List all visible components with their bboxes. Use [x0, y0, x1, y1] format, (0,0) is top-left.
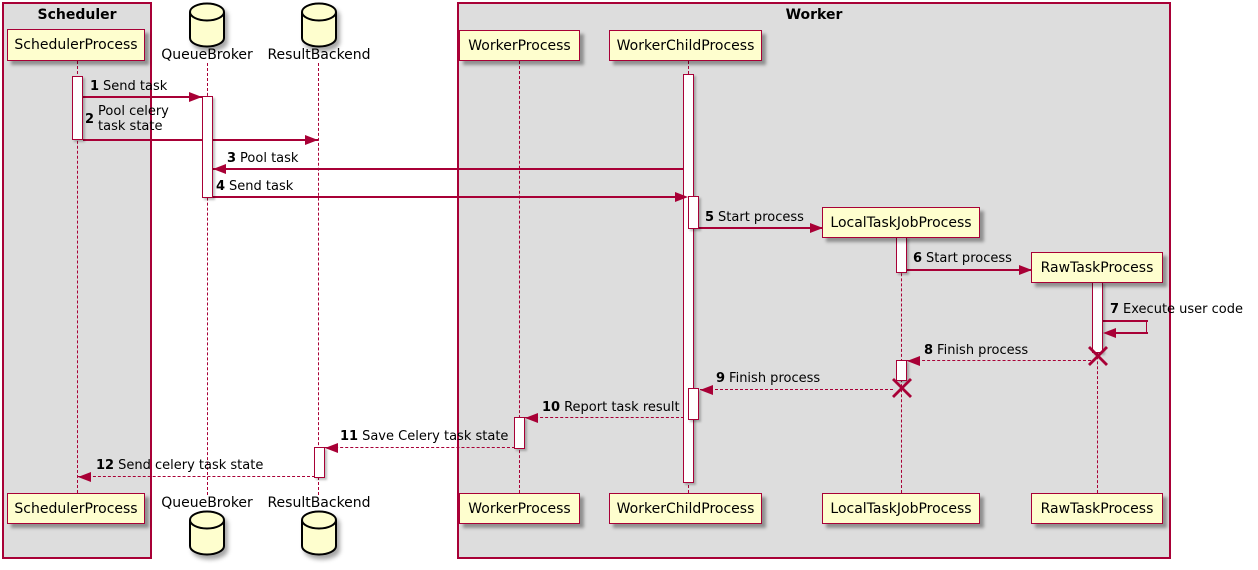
participant-worker-child-process-top: WorkerChildProcess — [609, 30, 762, 61]
destroy-x-local-task-job-process — [892, 378, 912, 398]
message-5-arrowhead — [810, 223, 823, 233]
participant-worker-child-process-bottom: WorkerChildProcess — [609, 493, 762, 524]
participant-local-task-job-process-bottom: LocalTaskJobProcess — [822, 493, 980, 524]
worker-group-title: Worker — [785, 7, 843, 23]
database-icon-result-backend-top — [301, 2, 337, 48]
scheduler-group-title: Scheduler — [37, 7, 117, 23]
participant-worker-process-bottom: WorkerProcess — [459, 493, 580, 524]
activation-local-task-job-2 — [896, 360, 907, 381]
lifeline-worker-process — [519, 61, 520, 493]
lifeline-raw-task-process — [1097, 282, 1098, 493]
lifeline-result-backend — [318, 63, 319, 495]
message-2-arrowhead — [305, 135, 318, 145]
message-11-line — [325, 447, 515, 448]
participant-raw-task-process-top: RawTaskProcess — [1031, 252, 1163, 283]
lifeline-scheduler-process — [77, 61, 78, 493]
message-1-arrowhead — [189, 92, 202, 102]
activation-local-task-job-1 — [896, 237, 907, 273]
participant-worker-process-top: WorkerProcess — [459, 30, 580, 61]
message-2-line — [83, 139, 318, 141]
activation-worker-child-nested-1 — [688, 196, 699, 229]
label-result-backend-top: ResultBackend — [267, 47, 371, 63]
label-queue-broker-bottom: QueueBroker — [161, 495, 253, 511]
destroy-x-raw-task-process — [1088, 346, 1108, 366]
message-7-self-line-top — [1103, 320, 1148, 322]
activation-worker-child-main — [683, 74, 694, 483]
message-8-line — [907, 360, 1091, 361]
message-7-self-line-bottom — [1114, 332, 1148, 334]
message-7-arrowhead — [1103, 328, 1116, 338]
activation-scheduler-process — [72, 76, 83, 140]
database-icon-result-backend-bottom — [301, 510, 337, 556]
database-icon-queue-broker-top — [189, 2, 225, 48]
activation-worker-process — [514, 417, 525, 449]
message-5-line — [699, 227, 823, 229]
message-4-arrowhead — [675, 192, 688, 202]
database-icon-queue-broker-bottom — [189, 510, 225, 556]
message-12-line — [78, 476, 315, 477]
label-queue-broker-top: QueueBroker — [161, 47, 253, 63]
participant-raw-task-process-bottom: RawTaskProcess — [1031, 493, 1163, 524]
message-12-arrowhead — [78, 472, 91, 482]
message-6-arrowhead — [1019, 265, 1032, 275]
message-10-line — [525, 417, 684, 418]
message-9-arrowhead — [700, 385, 713, 395]
message-1-line — [83, 96, 202, 98]
activation-worker-child-nested-2 — [688, 388, 699, 420]
message-6-line — [907, 269, 1032, 271]
participant-scheduler-process-top: SchedulerProcess — [7, 29, 145, 61]
lifeline-queue-broker — [207, 63, 208, 495]
message-10-arrowhead — [525, 413, 538, 423]
message-4-line — [213, 196, 688, 198]
message-8-arrowhead — [907, 356, 920, 366]
label-result-backend-bottom: ResultBackend — [267, 495, 371, 511]
activation-raw-task-process — [1092, 282, 1103, 353]
message-3-arrowhead — [213, 164, 226, 174]
participant-scheduler-process-bottom: SchedulerProcess — [7, 493, 145, 524]
message-7-self-line-right — [1146, 320, 1147, 333]
participant-local-task-job-process-top: LocalTaskJobProcess — [822, 207, 980, 238]
activation-result-backend — [314, 447, 325, 478]
message-3-line — [213, 168, 683, 170]
message-9-line — [700, 389, 893, 390]
activation-queue-broker — [202, 96, 213, 198]
message-11-arrowhead — [325, 443, 338, 453]
